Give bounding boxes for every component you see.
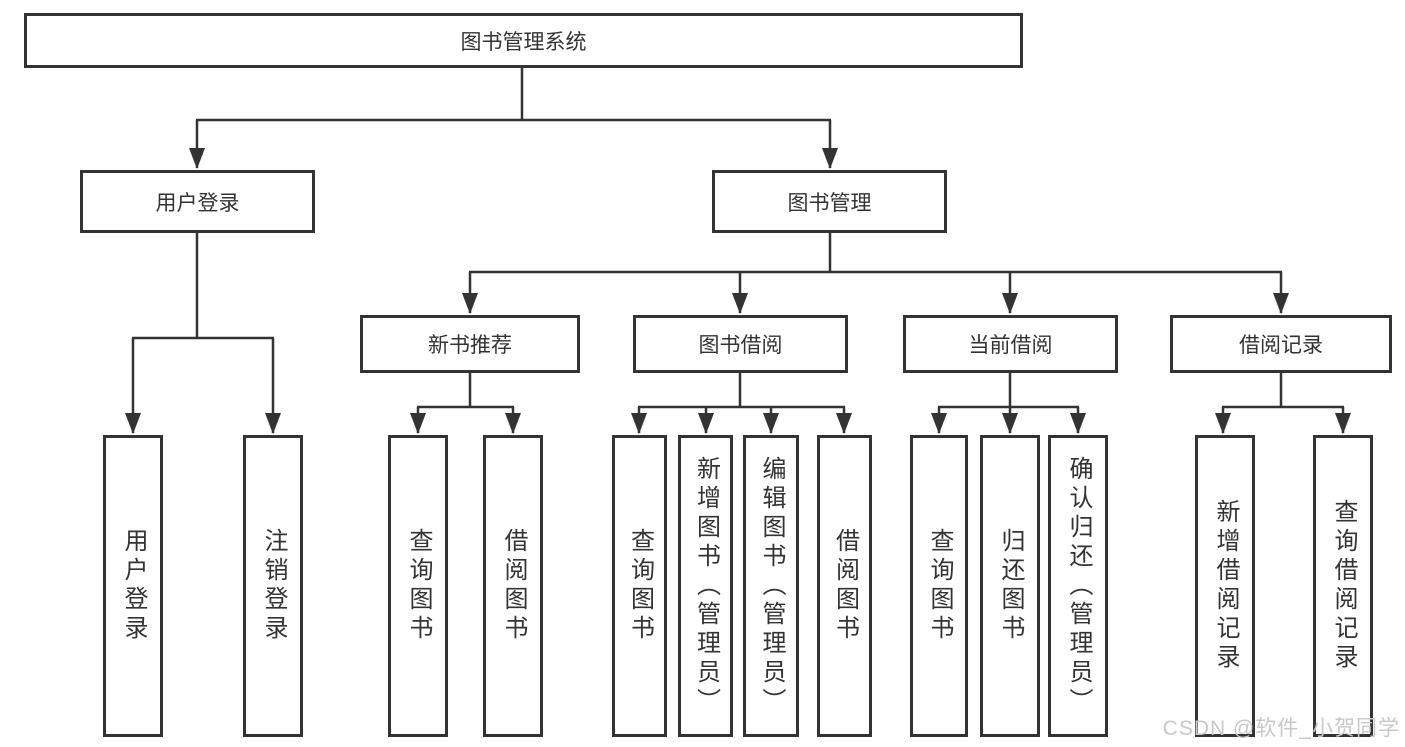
leaf-edit-book-admin: 编辑图书（管理员）	[743, 435, 799, 737]
leaf-return-books: 归还图书	[980, 435, 1040, 737]
leaf-query-books-current: 查询图书	[910, 435, 968, 737]
leaf-query-books-borrowing: 查询图书	[612, 435, 667, 737]
node-library-system: 图书管理系统	[24, 13, 1023, 68]
node-book-borrowing: 图书借阅	[633, 315, 848, 373]
node-current-borrowing: 当前借阅	[903, 315, 1118, 373]
node-book-management: 图书管理	[712, 170, 947, 233]
leaf-borrow-books-recommend: 借阅图书	[483, 435, 543, 737]
leaf-user-login: 用户登录	[103, 435, 163, 737]
leaf-add-book-admin: 新增图书（管理员）	[678, 435, 733, 737]
node-user-login: 用户登录	[80, 170, 315, 233]
watermark: CSDN @软件_小贺同学	[1162, 717, 1400, 740]
leaf-confirm-return-admin: 确认归还（管理员）	[1048, 435, 1108, 737]
leaf-query-borrow-record: 查询借阅记录	[1313, 435, 1373, 737]
leaf-query-books-recommend: 查询图书	[388, 435, 448, 737]
leaf-borrow-books-borrowing: 借阅图书	[817, 435, 872, 737]
leaf-logout: 注销登录	[243, 435, 303, 737]
node-borrowing-records: 借阅记录	[1170, 315, 1392, 373]
node-new-book-recommendation: 新书推荐	[360, 315, 580, 373]
leaf-add-borrow-record: 新增借阅记录	[1195, 435, 1255, 737]
